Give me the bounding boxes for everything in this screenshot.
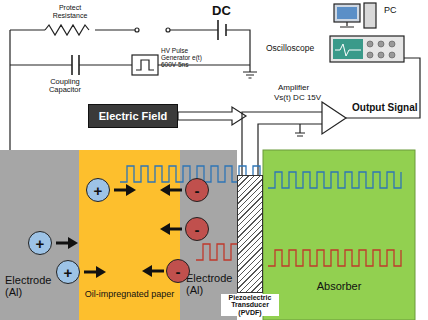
oscilloscope-trace xyxy=(335,44,361,56)
region-box: Absorber xyxy=(263,150,415,320)
text-label: HV Pulse Generator e(t) 600V 5ns xyxy=(161,47,217,68)
node-text: + xyxy=(64,265,73,280)
capacitor-symbol xyxy=(72,55,79,75)
wire xyxy=(346,58,420,118)
text-label: Coupling Capacitor xyxy=(44,78,86,95)
charge-circle: - xyxy=(166,259,190,283)
battery-symbol xyxy=(218,20,226,40)
red-wave xyxy=(268,250,401,266)
wire xyxy=(10,64,250,65)
arrow xyxy=(84,271,98,274)
pulse-symbol xyxy=(136,60,154,70)
node-text: + xyxy=(94,183,103,198)
blue-wave xyxy=(268,172,401,188)
oscilloscope-knobs xyxy=(367,41,395,58)
charge-circle: + xyxy=(56,260,80,284)
wire xyxy=(10,30,250,65)
arrow-head xyxy=(160,223,170,235)
knob xyxy=(367,52,373,58)
arrow xyxy=(114,189,128,192)
switch-terminal xyxy=(166,28,170,32)
arrow-head xyxy=(160,184,170,196)
ground-symbol xyxy=(295,124,305,136)
paper-fill xyxy=(79,150,180,320)
node-text: Electric Field xyxy=(99,110,167,122)
text-label: Oscilloscope xyxy=(266,44,314,53)
ground-symbol xyxy=(243,65,257,78)
knob xyxy=(378,52,384,58)
region-box: Electrode (Al) + + xyxy=(0,150,79,320)
text-label: DC xyxy=(212,4,231,18)
knob xyxy=(389,52,395,58)
node-text: Electrode (Al) xyxy=(186,272,236,296)
arrow xyxy=(168,228,182,231)
arrow-head xyxy=(68,237,78,249)
charge-circle: + xyxy=(86,178,110,202)
charge-circle: + xyxy=(28,231,52,255)
arrow-head xyxy=(126,184,136,196)
arrow-head xyxy=(142,265,152,277)
arrow xyxy=(150,270,164,273)
pc-stand xyxy=(340,22,354,27)
text-label: Output Signal xyxy=(352,102,418,113)
resistor-symbol xyxy=(45,25,89,35)
pc-tower xyxy=(364,3,376,28)
pvdf-strip xyxy=(237,175,263,293)
pvdf: Piezoelectric Transducer (PVDF) xyxy=(237,175,263,320)
pulse-generator xyxy=(132,55,158,75)
node-text: - xyxy=(195,183,200,198)
pc-monitor xyxy=(334,4,360,22)
node-text: Oil-impregnated paper xyxy=(82,290,177,300)
text-label: PC xyxy=(384,6,397,16)
knob xyxy=(378,41,384,47)
oscilloscope-body xyxy=(330,36,404,62)
text-label: Amplifier xyxy=(278,84,309,93)
field: Electric Field xyxy=(88,104,178,128)
oscilloscope-screen xyxy=(333,39,363,59)
amplifier-symbol xyxy=(322,102,346,134)
charge-circle: - xyxy=(185,217,209,241)
electrode-fill xyxy=(0,150,79,320)
node-text: Piezoelectric Transducer (PVDF) xyxy=(221,294,279,316)
node-text: - xyxy=(176,264,181,279)
text-label: Protect Resistance xyxy=(48,4,92,19)
arrow-head xyxy=(96,266,106,278)
node-text: - xyxy=(195,222,200,237)
absorber-fill xyxy=(263,150,415,320)
charge-circle: - xyxy=(185,178,209,202)
switch-terminal xyxy=(135,28,139,32)
node-text: Electrode (Al) xyxy=(5,274,55,298)
region-box: Oil-impregnated paper + xyxy=(79,150,180,320)
node-text: Absorber xyxy=(263,280,415,292)
text-label: Vs(t) DC 15V xyxy=(274,94,321,103)
wire xyxy=(9,30,10,150)
knob xyxy=(389,41,395,47)
knob xyxy=(367,41,373,47)
pc-screen xyxy=(337,7,357,19)
arrow xyxy=(168,189,182,192)
field-arrow xyxy=(178,107,246,125)
arrow xyxy=(56,242,70,245)
node-text: + xyxy=(36,236,45,251)
